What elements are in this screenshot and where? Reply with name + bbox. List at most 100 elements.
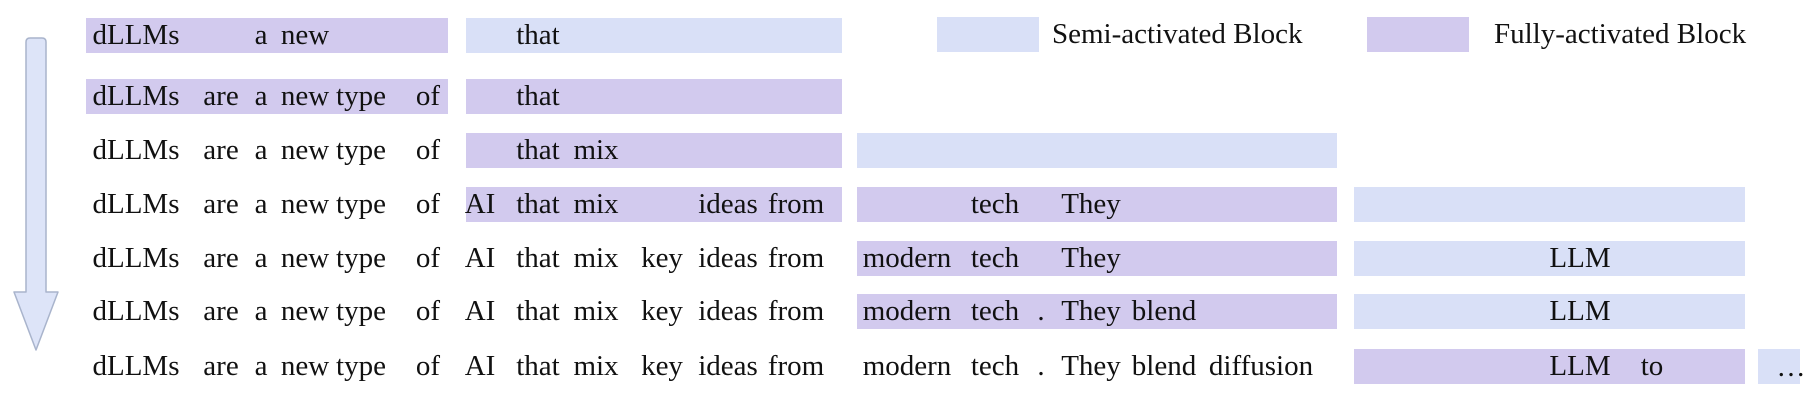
token-word: modern bbox=[862, 350, 952, 382]
token-word: ideas bbox=[698, 295, 758, 327]
token-word: dLLMs bbox=[92, 19, 180, 51]
semi-activated-block bbox=[857, 133, 1337, 168]
token-word: LLM bbox=[1549, 295, 1611, 327]
token-word: ideas bbox=[698, 350, 758, 382]
token-word: AI bbox=[464, 188, 496, 220]
token-word: tech bbox=[970, 242, 1020, 274]
token-word: from bbox=[767, 350, 825, 382]
token-word: dLLMs bbox=[92, 350, 180, 382]
legend-fully-swatch bbox=[1367, 17, 1469, 52]
token-word: They bbox=[1061, 350, 1121, 382]
token-word: modern bbox=[862, 242, 952, 274]
token-word: are bbox=[203, 350, 239, 382]
ellipsis-text: … bbox=[1776, 351, 1805, 383]
token-word: a bbox=[254, 80, 268, 112]
token-word: a bbox=[254, 188, 268, 220]
token-word: ideas bbox=[698, 188, 758, 220]
token-word: blend bbox=[1131, 350, 1197, 382]
token-word: They bbox=[1061, 242, 1121, 274]
token-word: to bbox=[1640, 350, 1664, 382]
token-word: mix bbox=[573, 242, 619, 274]
token-word: dLLMs bbox=[92, 295, 180, 327]
token-word: from bbox=[767, 242, 825, 274]
token-word: are bbox=[203, 242, 239, 274]
token-word: LLM bbox=[1549, 242, 1611, 274]
legend-semi-swatch bbox=[937, 17, 1039, 52]
fully-activated-block bbox=[86, 18, 448, 53]
token-word: that bbox=[516, 134, 560, 166]
token-word: AI bbox=[464, 242, 496, 274]
token-word: from bbox=[767, 188, 825, 220]
token-word: a bbox=[254, 242, 268, 274]
token-word: of bbox=[415, 188, 441, 220]
token-word: AI bbox=[464, 295, 496, 327]
fully-activated-block bbox=[857, 294, 1337, 329]
fully-activated-block bbox=[466, 187, 842, 222]
fully-activated-block bbox=[466, 133, 842, 168]
token-word: mix bbox=[573, 134, 619, 166]
token-word: mix bbox=[573, 295, 619, 327]
token-word: type bbox=[336, 134, 386, 166]
semi-activated-block bbox=[1758, 349, 1800, 384]
token-word: They bbox=[1061, 295, 1121, 327]
token-word: mix bbox=[573, 350, 619, 382]
fully-activated-block bbox=[466, 79, 842, 114]
fully-activated-block bbox=[1354, 349, 1745, 384]
token-word: new bbox=[280, 80, 330, 112]
token-word: are bbox=[203, 80, 239, 112]
semi-activated-block bbox=[1354, 294, 1745, 329]
token-word: of bbox=[415, 134, 441, 166]
token-word: dLLMs bbox=[92, 242, 180, 274]
token-word: key bbox=[641, 295, 683, 327]
token-word: are bbox=[203, 134, 239, 166]
semi-activated-block bbox=[1354, 187, 1745, 222]
token-word: type bbox=[336, 350, 386, 382]
token-word: that bbox=[516, 188, 560, 220]
token-word: modern bbox=[862, 295, 952, 327]
token-word: new bbox=[280, 188, 330, 220]
token-word: type bbox=[336, 295, 386, 327]
token-word: diffusion bbox=[1208, 350, 1314, 382]
semi-activated-block bbox=[1354, 241, 1745, 276]
fully-activated-block bbox=[857, 187, 1337, 222]
token-word: from bbox=[767, 295, 825, 327]
token-word: of bbox=[415, 80, 441, 112]
token-word: key bbox=[641, 242, 683, 274]
legend-fully-label: Fully-activated Block bbox=[1494, 18, 1747, 50]
semi-activated-block bbox=[466, 18, 842, 53]
token-word: new bbox=[280, 134, 330, 166]
token-word: that bbox=[516, 295, 560, 327]
token-word: tech bbox=[970, 350, 1020, 382]
token-word: are bbox=[203, 295, 239, 327]
token-word: They bbox=[1061, 188, 1121, 220]
token-word: . bbox=[1037, 350, 1045, 382]
token-word: of bbox=[415, 295, 441, 327]
token-word: tech bbox=[970, 295, 1020, 327]
token-word: a bbox=[254, 350, 268, 382]
token-word: dLLMs bbox=[92, 80, 180, 112]
token-word: new bbox=[280, 350, 330, 382]
token-word: that bbox=[516, 242, 560, 274]
token-word: dLLMs bbox=[92, 134, 180, 166]
token-word: ideas bbox=[698, 242, 758, 274]
legend-semi-label: Semi-activated Block bbox=[1052, 18, 1303, 50]
token-word: of bbox=[415, 242, 441, 274]
token-word: are bbox=[203, 188, 239, 220]
token-word: type bbox=[336, 242, 386, 274]
token-word: type bbox=[336, 188, 386, 220]
token-word: a bbox=[254, 19, 268, 51]
fully-activated-block bbox=[857, 241, 1337, 276]
token-word: new bbox=[280, 242, 330, 274]
token-word: a bbox=[254, 134, 268, 166]
token-word: dLLMs bbox=[92, 188, 180, 220]
token-word: LLM bbox=[1549, 350, 1611, 382]
token-word: type bbox=[336, 80, 386, 112]
token-word: a bbox=[254, 295, 268, 327]
token-word: key bbox=[641, 350, 683, 382]
down-arrow-icon bbox=[13, 37, 59, 351]
token-word: . bbox=[1037, 295, 1045, 327]
token-word: that bbox=[516, 80, 560, 112]
token-word: tech bbox=[970, 188, 1020, 220]
fully-activated-block bbox=[86, 79, 448, 114]
